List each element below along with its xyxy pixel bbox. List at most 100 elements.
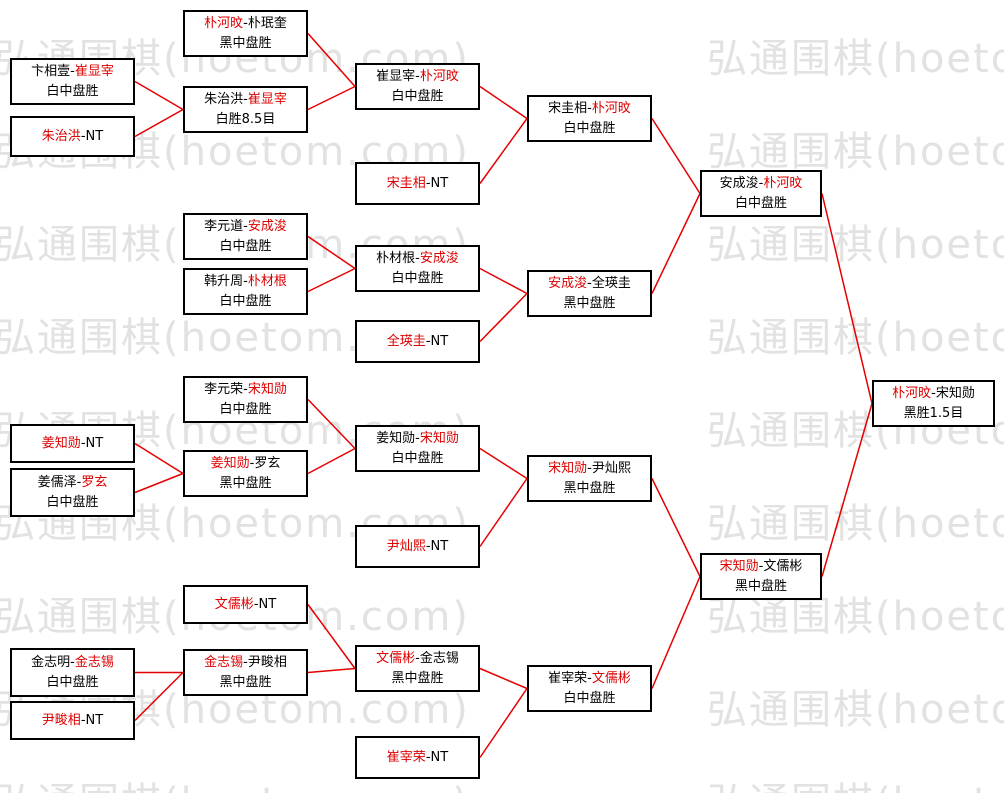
match-players: 全瑛圭-NT (387, 332, 448, 352)
player-name-2: 安成浚 (419, 250, 459, 266)
match-players: 文儒彬-金志锡 (376, 649, 459, 669)
player-name-2: NT (430, 175, 449, 191)
name-separator: - (425, 538, 431, 554)
match-box-r4m2: 安成浚-全瑛圭黑中盘胜 (527, 270, 652, 317)
match-players: 卞相壹-崔显宰 (31, 62, 114, 82)
match-box-r2m5: 李元荣-宋知勋白中盘胜 (183, 376, 308, 423)
player-name-1: 金志锡 (204, 654, 244, 670)
connector-line (651, 118, 701, 194)
match-result: 黑中盘胜 (391, 670, 444, 686)
match-box-r2m7: 文儒彬-NT (183, 585, 308, 624)
player-name-2: 崔显宰 (74, 63, 114, 79)
player-name-1: 姜儒泽 (37, 474, 77, 490)
player-name-1: 卞相壹 (31, 63, 71, 79)
player-name-1: 全瑛圭 (386, 333, 426, 349)
connector-line (821, 193, 873, 404)
match-box-r4m1: 宋圭相-朴河旼白中盘胜 (527, 95, 652, 142)
player-name-1: 尹灿熙 (386, 538, 426, 554)
connector-line (479, 688, 528, 758)
match-result: 黑中盘胜 (563, 480, 616, 496)
connector-line (307, 267, 356, 293)
match-box-r2m2: 朱治洪-崔显宰白胜8.5目 (183, 86, 308, 133)
connector-line (307, 667, 356, 674)
player-name-2: 宋知勋 (419, 430, 459, 446)
name-separator: - (76, 474, 82, 490)
player-name-2: 金志锡 (419, 650, 459, 666)
player-name-1: 崔显宰 (376, 68, 416, 84)
match-box-r3m2: 宋圭相-NT (355, 162, 480, 205)
player-name-2: 朴河旼 (591, 100, 631, 116)
name-separator: - (249, 455, 255, 471)
match-box-r2m3: 李元道-安成浚白中盘胜 (183, 213, 308, 260)
match-players: 韩升周-朴材根 (204, 272, 287, 292)
match-players: 宋知勋-文儒彬 (720, 557, 803, 577)
match-box-r1m2: 朱治洪-NT (10, 116, 135, 157)
connector-line (307, 235, 356, 270)
connector-line (821, 403, 873, 577)
name-separator: - (587, 100, 592, 116)
name-separator: - (587, 460, 592, 476)
match-box-r4m4: 崔宰荣-文儒彬白中盘胜 (527, 665, 652, 712)
match-players: 朴河旼-朴珉奎 (204, 14, 287, 34)
match-box-r5m1: 安成浚-朴河旼白中盘胜 (700, 170, 822, 217)
connector-line (134, 671, 184, 722)
match-players: 文儒彬-NT (215, 595, 276, 615)
player-name-1: 宋知勋 (548, 460, 588, 476)
watermark-text: 弘通围棋(hoetom.com) (0, 770, 470, 793)
match-box-r3m5: 姜知勋-宋知勋白中盘胜 (355, 425, 480, 472)
match-box-r3m6: 尹灿熙-NT (355, 525, 480, 568)
match-players: 崔宰荣-文儒彬 (548, 669, 631, 689)
player-name-1: 文儒彬 (214, 596, 254, 612)
connector-line (651, 478, 701, 577)
name-separator: - (70, 654, 75, 670)
player-name-2: NT (430, 538, 449, 554)
name-separator: - (931, 385, 936, 401)
player-name-2: 金志锡 (74, 654, 114, 670)
player-name-2: NT (258, 596, 277, 612)
match-players: 姜儒泽-罗玄 (38, 473, 108, 493)
match-box-r3m8: 崔宰荣-NT (355, 736, 480, 779)
connector-line (307, 85, 356, 111)
match-players: 朴材根-安成浚 (376, 249, 459, 269)
name-separator: - (425, 175, 431, 191)
watermark-text: 弘通围棋(hoetom.com) (707, 36, 1004, 82)
player-name-2: NT (85, 712, 104, 728)
player-name-1: 尹畯相 (41, 712, 81, 728)
match-box-r1m6: 尹畯相-NT (10, 701, 135, 740)
name-separator: - (80, 712, 86, 728)
match-result: 白中盘胜 (563, 690, 616, 706)
name-separator: - (415, 430, 420, 446)
player-name-2: 崔显宰 (247, 91, 287, 107)
match-box-r2m8: 金志锡-尹畯相黑中盘胜 (183, 649, 308, 696)
match-box-r1m3: 姜知勋-NT (10, 424, 135, 463)
match-result: 白中盘胜 (563, 120, 616, 136)
player-name-2: 罗玄 (81, 474, 108, 490)
watermark-text: 弘通围棋(hoetom.com) (707, 770, 1004, 793)
match-result: 白中盘胜 (391, 270, 444, 286)
connector-line (134, 108, 184, 138)
match-result: 白中盘胜 (391, 88, 444, 104)
match-box-r2m6: 姜知勋-罗玄黑中盘胜 (183, 450, 308, 497)
match-result: 白中盘胜 (734, 195, 787, 211)
match-players: 宋圭相-NT (387, 174, 448, 194)
match-box-r2m4: 韩升周-朴材根白中盘胜 (183, 268, 308, 315)
player-name-1: 朱治洪 (41, 128, 81, 144)
player-name-2: 朴材根 (247, 273, 287, 289)
watermark-text: 弘通围棋(hoetom.com) (707, 222, 1004, 268)
watermark-text: 弘通围棋(hoetom.com) (707, 315, 1004, 361)
player-name-1: 安成浚 (719, 175, 759, 191)
player-name-2: 罗玄 (254, 455, 281, 471)
match-players: 崔显宰-朴河旼 (376, 67, 459, 87)
match-box-r2m1: 朴河旼-朴珉奎黑中盘胜 (183, 10, 308, 57)
player-name-2: NT (85, 435, 104, 451)
match-players: 安成浚-全瑛圭 (548, 274, 631, 294)
match-result: 黑中盘胜 (219, 35, 272, 51)
match-box-r1m1: 卞相壹-崔显宰白中盘胜 (10, 58, 135, 105)
match-players: 朴河旼-宋知勋 (892, 384, 975, 404)
player-name-1: 姜知勋 (41, 435, 81, 451)
match-box-r4m3: 宋知勋-尹灿熙黑中盘胜 (527, 455, 652, 502)
match-result: 黑胜1.5目 (903, 405, 964, 421)
name-separator: - (80, 435, 86, 451)
connector-line (651, 193, 701, 294)
